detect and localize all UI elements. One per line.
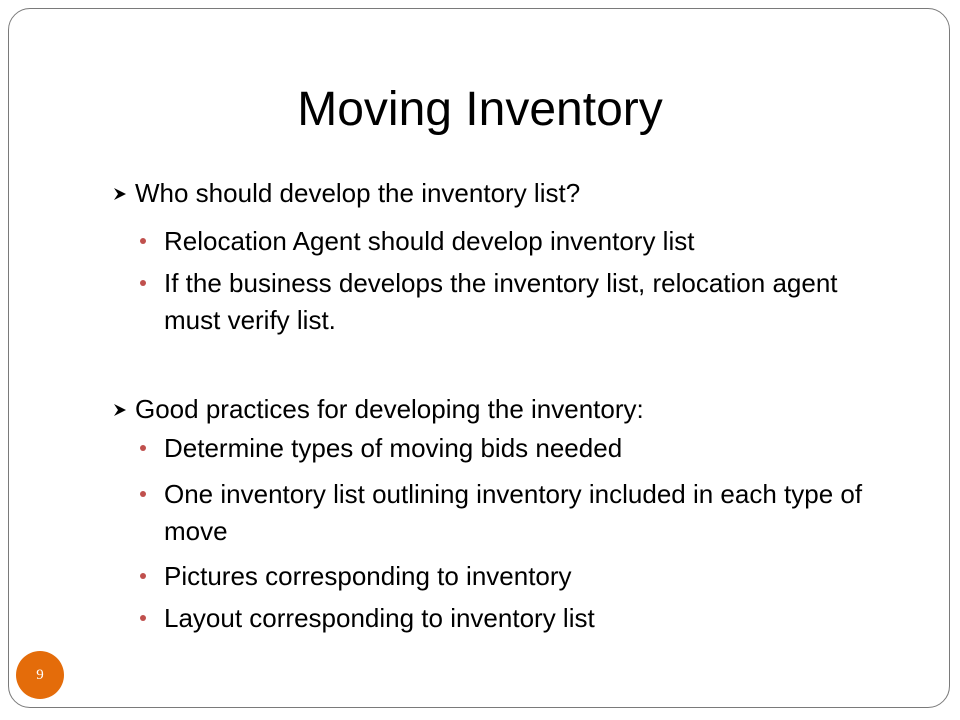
arrow-bullet-icon (114, 404, 126, 416)
section-heading-text: Who should develop the inventory list? (135, 178, 581, 208)
list-item-text: Pictures corresponding to inventory (164, 561, 572, 591)
page-number-badge: 9 (16, 651, 64, 699)
arrow-bullet-icon (114, 188, 126, 200)
list-item-text: Relocation Agent should develop inventor… (164, 226, 695, 256)
list-item-text: One inventory list outlining inventory i… (164, 479, 863, 546)
bullet-dot-icon (140, 615, 146, 621)
list-item-text: Layout corresponding to inventory list (164, 603, 595, 633)
slide-frame (8, 8, 950, 708)
bullet-dot-icon (140, 573, 146, 579)
bullet-dot-icon (140, 491, 146, 497)
bullet-dot-icon (140, 238, 146, 244)
bullet-dot-icon (140, 280, 146, 286)
slide-title: Moving Inventory (297, 83, 663, 136)
list-item-text: Determine types of moving bids needed (164, 433, 623, 463)
section-heading-text: Good practices for developing the invent… (135, 394, 644, 424)
list-item-text: If the business develops the inventory l… (164, 268, 838, 335)
bullet-dot-icon (140, 445, 146, 451)
